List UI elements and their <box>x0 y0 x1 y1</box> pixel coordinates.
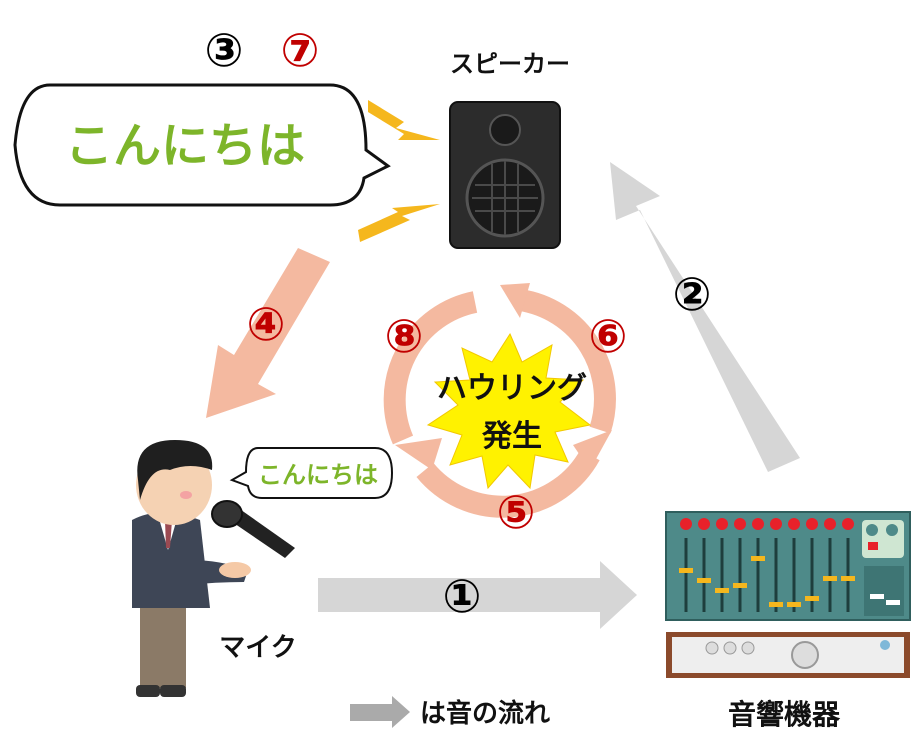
mixer-icon <box>665 511 911 621</box>
amplifier-icon <box>666 632 910 678</box>
howling-label-line2: 発生 <box>481 419 542 454</box>
step-5-label: ⑤ <box>497 485 536 539</box>
step-4-label: ④ <box>247 297 286 351</box>
step-2-label: ② <box>673 267 712 321</box>
howling-burst <box>426 332 592 490</box>
step-1-label: ① <box>443 569 482 623</box>
audio-equipment-label: 音響機器 <box>728 698 841 731</box>
speech-bubble-small-text: こんにちは <box>258 461 378 489</box>
speech-bubble-large <box>13 83 391 207</box>
flow-arrow-mixer-to-speaker <box>610 162 800 472</box>
sound-bolt-icon <box>358 204 440 242</box>
mixer-knob-row <box>680 518 854 530</box>
howling-label-line1: ハウリング <box>437 371 587 406</box>
feedback-loop <box>383 283 616 518</box>
mixer-fader-tracks <box>684 538 850 612</box>
feedback-arrow-speaker-to-mic <box>206 248 330 418</box>
flow-arrow-mic-to-mixer <box>318 561 637 629</box>
speech-bubble-small <box>229 447 394 499</box>
speaker-label: スピーカー <box>450 50 570 78</box>
step-7-label: ⑦ <box>281 23 320 77</box>
sound-bolt-icon <box>368 100 440 140</box>
step-6-label: ⑥ <box>589 309 628 363</box>
mixer-fader-caps <box>679 556 855 607</box>
speech-bubble-large-text: こんにちは <box>65 118 305 174</box>
speaker-icon <box>449 101 561 249</box>
person-illustration <box>132 440 251 697</box>
mic-label: マイク <box>219 633 296 663</box>
step-3-label: ③ <box>205 23 244 77</box>
legend-label: は音の流れ <box>420 698 550 729</box>
legend-arrow <box>350 696 410 728</box>
microphone-icon <box>211 500 295 558</box>
step-8-label: ⑧ <box>385 309 424 363</box>
